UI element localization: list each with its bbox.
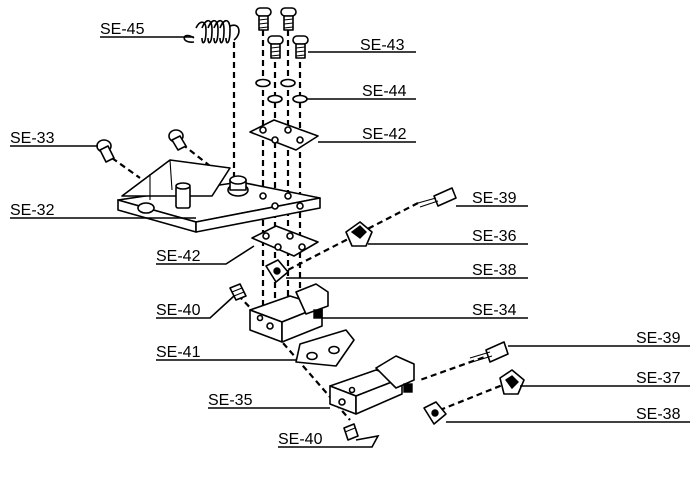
label-se37: SE-37: [636, 370, 681, 387]
base-plate-se32: [117, 159, 321, 233]
label-se42-mid: SE-42: [156, 248, 201, 265]
label-se44: SE-44: [362, 83, 407, 100]
label-se38-bottom: SE-38: [636, 406, 681, 423]
clip-se37: [499, 369, 525, 395]
label-se43: SE-43: [360, 37, 405, 54]
assembly-axes: [111, 30, 511, 421]
clip-se36: [345, 221, 373, 247]
leader-lines: [10, 36, 690, 448]
plate-se42-top: [249, 119, 319, 151]
nut-se38-top: [265, 259, 289, 283]
label-se39-top: SE-39: [472, 190, 517, 207]
label-se39-bottom: SE-39: [636, 330, 681, 347]
washers-se44: [255, 78, 308, 104]
screws-se43: [255, 7, 309, 59]
label-se40-bottom: SE-40: [278, 431, 323, 448]
nut-se38-bottom: [423, 401, 447, 425]
plate-se41: [295, 329, 355, 367]
label-se33: SE-33: [10, 130, 55, 147]
label-se42-top: SE-42: [362, 126, 407, 143]
spring-se45: [183, 19, 240, 44]
label-se38-top: SE-38: [472, 262, 517, 279]
screw-se39-bottom: [469, 341, 509, 363]
label-se32: SE-32: [10, 202, 55, 219]
label-se34: SE-34: [472, 302, 517, 319]
screw-se40-bottom: [343, 423, 359, 441]
screw-se33-1: [96, 139, 115, 163]
label-se45: SE-45: [100, 21, 145, 38]
label-se40-top: SE-40: [156, 302, 201, 319]
label-se41: SE-41: [156, 344, 201, 361]
screw-se33-2: [168, 129, 187, 151]
screws-se33: [96, 129, 187, 163]
screw-2: [280, 7, 297, 31]
bracket-se35: [329, 355, 415, 415]
label-se36: SE-36: [472, 228, 517, 245]
bracket-se34: [249, 283, 329, 343]
screw-4: [292, 35, 309, 59]
label-se35: SE-35: [208, 392, 253, 409]
screw-1: [255, 7, 272, 31]
part-labels: SE-45 SE-43 SE-44 SE-42 SE-33 SE-32 SE-3…: [10, 21, 681, 448]
screw-3: [267, 35, 284, 59]
screw-se39-top: [417, 187, 457, 208]
plate-se42-mid: [251, 225, 319, 257]
